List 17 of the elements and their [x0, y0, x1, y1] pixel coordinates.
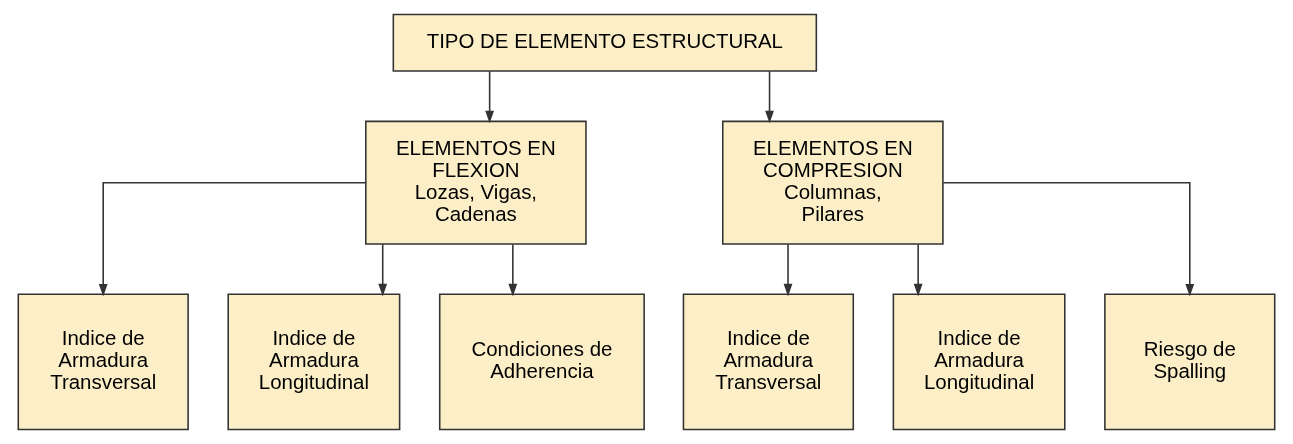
node-box: ELEMENTOS EN COMPRESION Columnas, Pilares	[722, 120, 944, 245]
arrow	[485, 70, 495, 124]
arrow	[913, 243, 923, 297]
node-box: ELEMENTOS EN FLEXION Lozas, Vigas, Cadenas	[365, 120, 587, 245]
node-box: Indice de Armadura Transversal	[17, 293, 189, 431]
node-box: Indice de Armadura Transversal	[682, 293, 855, 431]
node-box: Riesgo de Spalling	[1104, 293, 1276, 431]
arrow	[378, 243, 388, 297]
arrow	[508, 243, 518, 297]
node-box: Indice de Armadura Longitudinal	[892, 293, 1066, 431]
arrow	[98, 181, 367, 297]
arrow	[765, 70, 774, 124]
arrow	[783, 243, 793, 297]
node-box: Condiciones de Adherencia	[438, 293, 645, 431]
arrow	[942, 181, 1195, 297]
node-box: Indice de Armadura Longitudinal	[227, 293, 401, 431]
node-box: TIPO DE ELEMENTO ESTRUCTURAL	[392, 13, 818, 72]
